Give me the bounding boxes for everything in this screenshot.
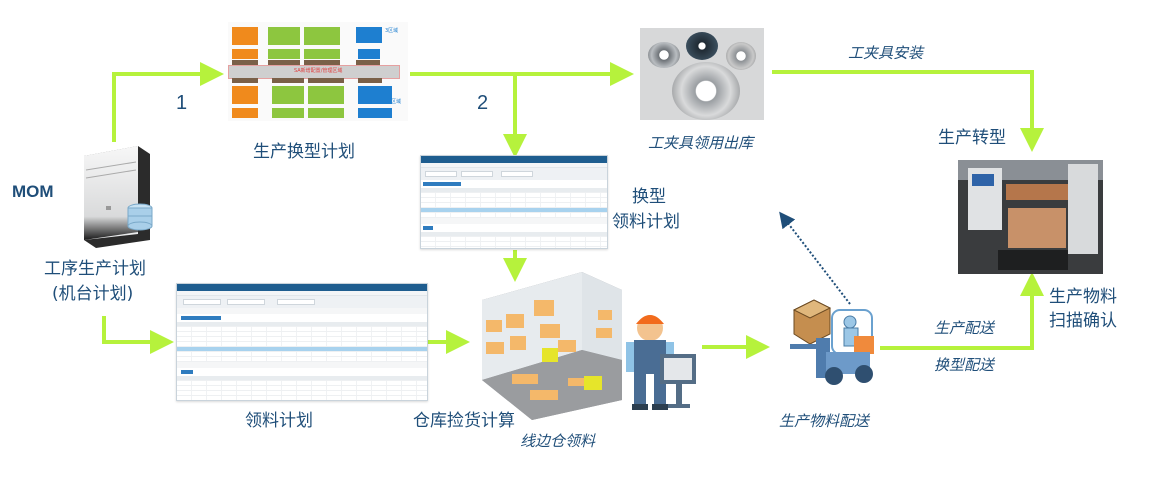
dotted-arrow-delivery-to-fixture [779, 211, 851, 305]
changeover-plan-label: 生产换型计划 [253, 142, 355, 162]
factory-layout-plan-icon: SA新增配置/管理区域 3区域 3区域 [228, 22, 408, 121]
mom-node-label-1: 工序生产计划 [44, 259, 146, 279]
machine-photo [958, 160, 1103, 274]
forklift-icon [790, 296, 880, 388]
fixture-install-label: 工夹具安装 [848, 44, 924, 62]
production-changeover-label: 生产转型 [938, 128, 1006, 148]
plan-aisle-text: SA新增配置/管理区域 [294, 68, 343, 74]
mom-node-label-2: (机台计划) [52, 284, 134, 304]
arrow-delivery-to-machine [880, 272, 1044, 350]
scan-confirm-label-2: 扫描确认 [1049, 311, 1117, 331]
changeover-material-plan-label-1: 换型 [632, 187, 666, 207]
changeover-material-plan-screenshot [420, 155, 608, 249]
material-plan-screenshot [176, 283, 428, 401]
warehouse-icon [472, 270, 708, 420]
line-side-pick-label: 线边仓领料 [520, 432, 596, 450]
step-2-label: 2 [477, 92, 489, 114]
production-delivery-label: 生产配送 [934, 319, 995, 337]
step-1-label: 1 [176, 92, 188, 114]
arrow-fixture-install [772, 70, 1044, 152]
fixture-issue-label: 工夹具领用出库 [648, 134, 754, 152]
changeover-delivery-label: 换型配送 [934, 356, 995, 374]
server-database-icon [76, 144, 156, 250]
material-plan-label: 领料计划 [245, 411, 313, 431]
plan-area-tag-bottom: 3区域 [388, 99, 402, 105]
material-delivery-label: 生产物料配送 [779, 412, 870, 430]
arrow-mom-to-material-plan [102, 316, 174, 354]
plan-area-tag-top: 3区域 [385, 28, 399, 34]
arrow-mom-to-changeover-plan [112, 62, 224, 142]
mom-label: MOM [12, 182, 54, 201]
scan-confirm-label-1: 生产物料 [1049, 287, 1117, 307]
warehouse-picking-label: 仓库捡货计算 [413, 411, 515, 431]
blade-fixtures-photo [640, 28, 764, 120]
changeover-material-plan-label-2: 领料计划 [612, 212, 680, 232]
